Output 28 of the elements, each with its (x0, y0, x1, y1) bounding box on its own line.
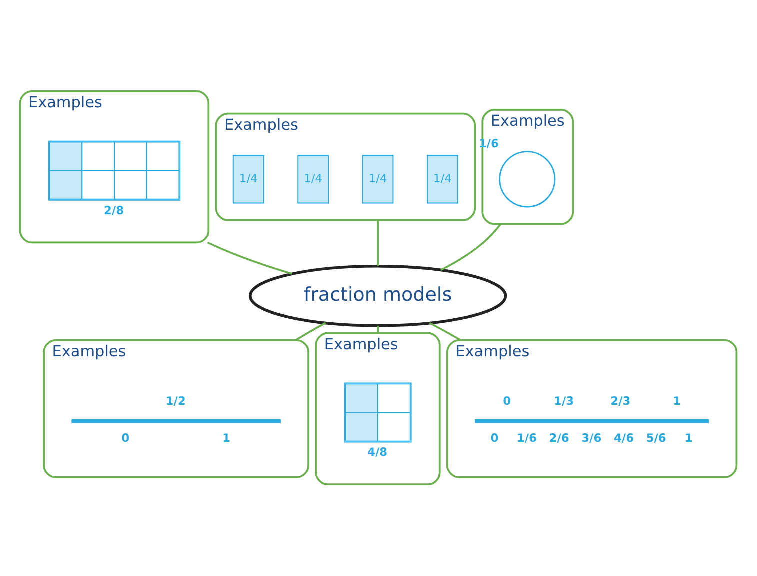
node-label: 4/8 (368, 445, 388, 460)
node-bar (475, 419, 710, 424)
node-label: 0 (490, 430, 499, 445)
node-label: 0 (122, 430, 130, 445)
node-label: 5/6 (646, 430, 666, 445)
node-label: 3/6 (582, 430, 602, 445)
node-label: 1 (684, 430, 693, 445)
node-label: 1/6 (516, 430, 537, 445)
node-box: 1/4 (232, 155, 264, 204)
connector (377, 220, 379, 266)
node-label: 1 (672, 394, 681, 408)
node-label: 1/2 (166, 394, 186, 408)
connector (440, 224, 502, 272)
node-ellipse: fraction models (248, 264, 508, 328)
node-label: 1 (222, 430, 230, 445)
node-label: 2/6 (549, 430, 570, 445)
node-label: 4/6 (614, 430, 634, 445)
node-label: 2/8 (104, 203, 124, 218)
node-label: 0 (503, 394, 512, 408)
node-bar (72, 419, 281, 424)
node-box: 1/4 (298, 155, 330, 204)
node-label: 1/3 (554, 394, 574, 408)
connector (207, 242, 292, 275)
node-circle (499, 151, 556, 208)
node-box: 1/4 (427, 155, 458, 204)
connector (377, 326, 379, 334)
node-box: 1/4 (362, 155, 394, 204)
node-label: 2/3 (610, 394, 631, 408)
